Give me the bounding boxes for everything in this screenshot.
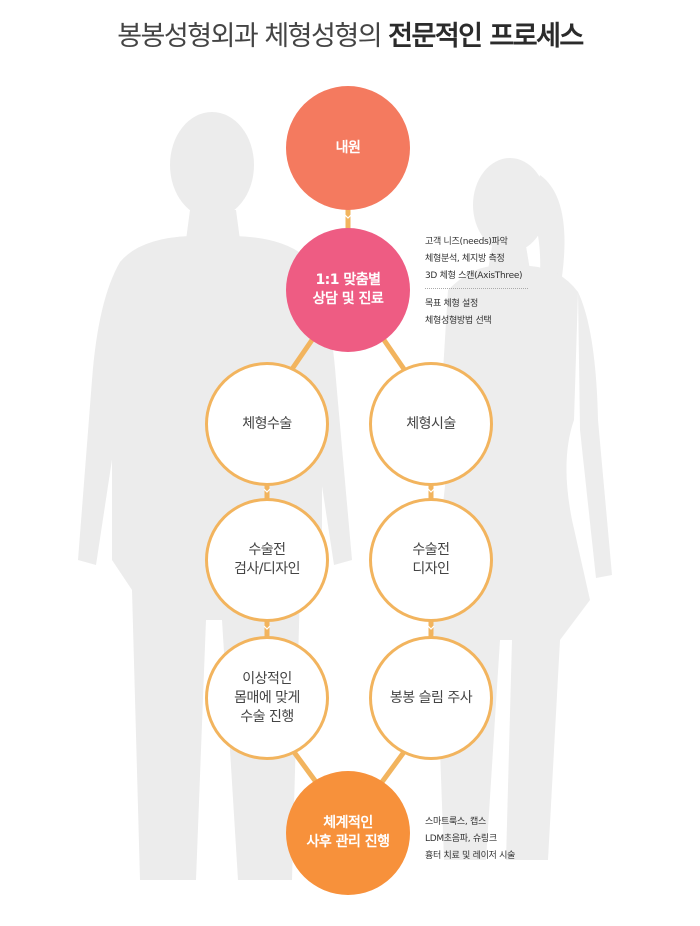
flow-connectors [264,208,434,784]
step-consultation: 1:1 맞춤별 상담 및 진료 [286,228,410,352]
step-ideal-body-surgery: 이상적인 몸매에 맞게 수술 진행 [205,636,329,760]
note-line: 스마트룩스, 캡스 [425,817,486,827]
consultation-goal-notes: 목표 체형 설정 체형성형방법 선택 [425,296,492,330]
step-preop-exam-design: 수술전 검사/디자인 [205,498,329,622]
connector-arrows [263,214,435,630]
step-preop-design: 수술전 디자인 [369,498,493,622]
step-body-procedure: 체형시술 [369,362,493,486]
note-line: 3D 체형 스캔(AxisThree) [425,271,523,281]
title-light: 봉봉성형외과 체형성형의 [117,21,382,52]
note-divider [425,288,528,289]
page-title: 봉봉성형외과 체형성형의 전문적인 프로세스 [0,14,700,53]
consultation-notes: 고객 니즈(needs)파악 체형분석, 체지방 측정 3D 체형 스캔(Axi… [425,234,523,285]
note-line: 목표 체형 설정 [425,299,479,309]
note-line: 고객 니즈(needs)파악 [425,237,508,247]
note-line: 체형성형방법 선택 [425,316,492,326]
aftercare-notes: 스마트룩스, 캡스 LDM초음파, 슈링크 흉터 치료 및 레이저 시술 [425,814,515,865]
step-slim-injection: 봉봉 슬림 주사 [369,636,493,760]
male-silhouette [78,112,352,880]
note-line: 흉터 치료 및 레이저 시술 [425,851,516,861]
step-body-surgery: 체형수술 [205,362,329,486]
note-line: 체형분석, 체지방 측정 [425,254,505,264]
step-visit: 내원 [286,86,410,210]
note-line: LDM초음파, 슈링크 [425,834,497,844]
step-aftercare: 체계적인 사후 관리 진행 [286,771,410,895]
title-bold: 전문적인 프로세스 [388,21,584,52]
